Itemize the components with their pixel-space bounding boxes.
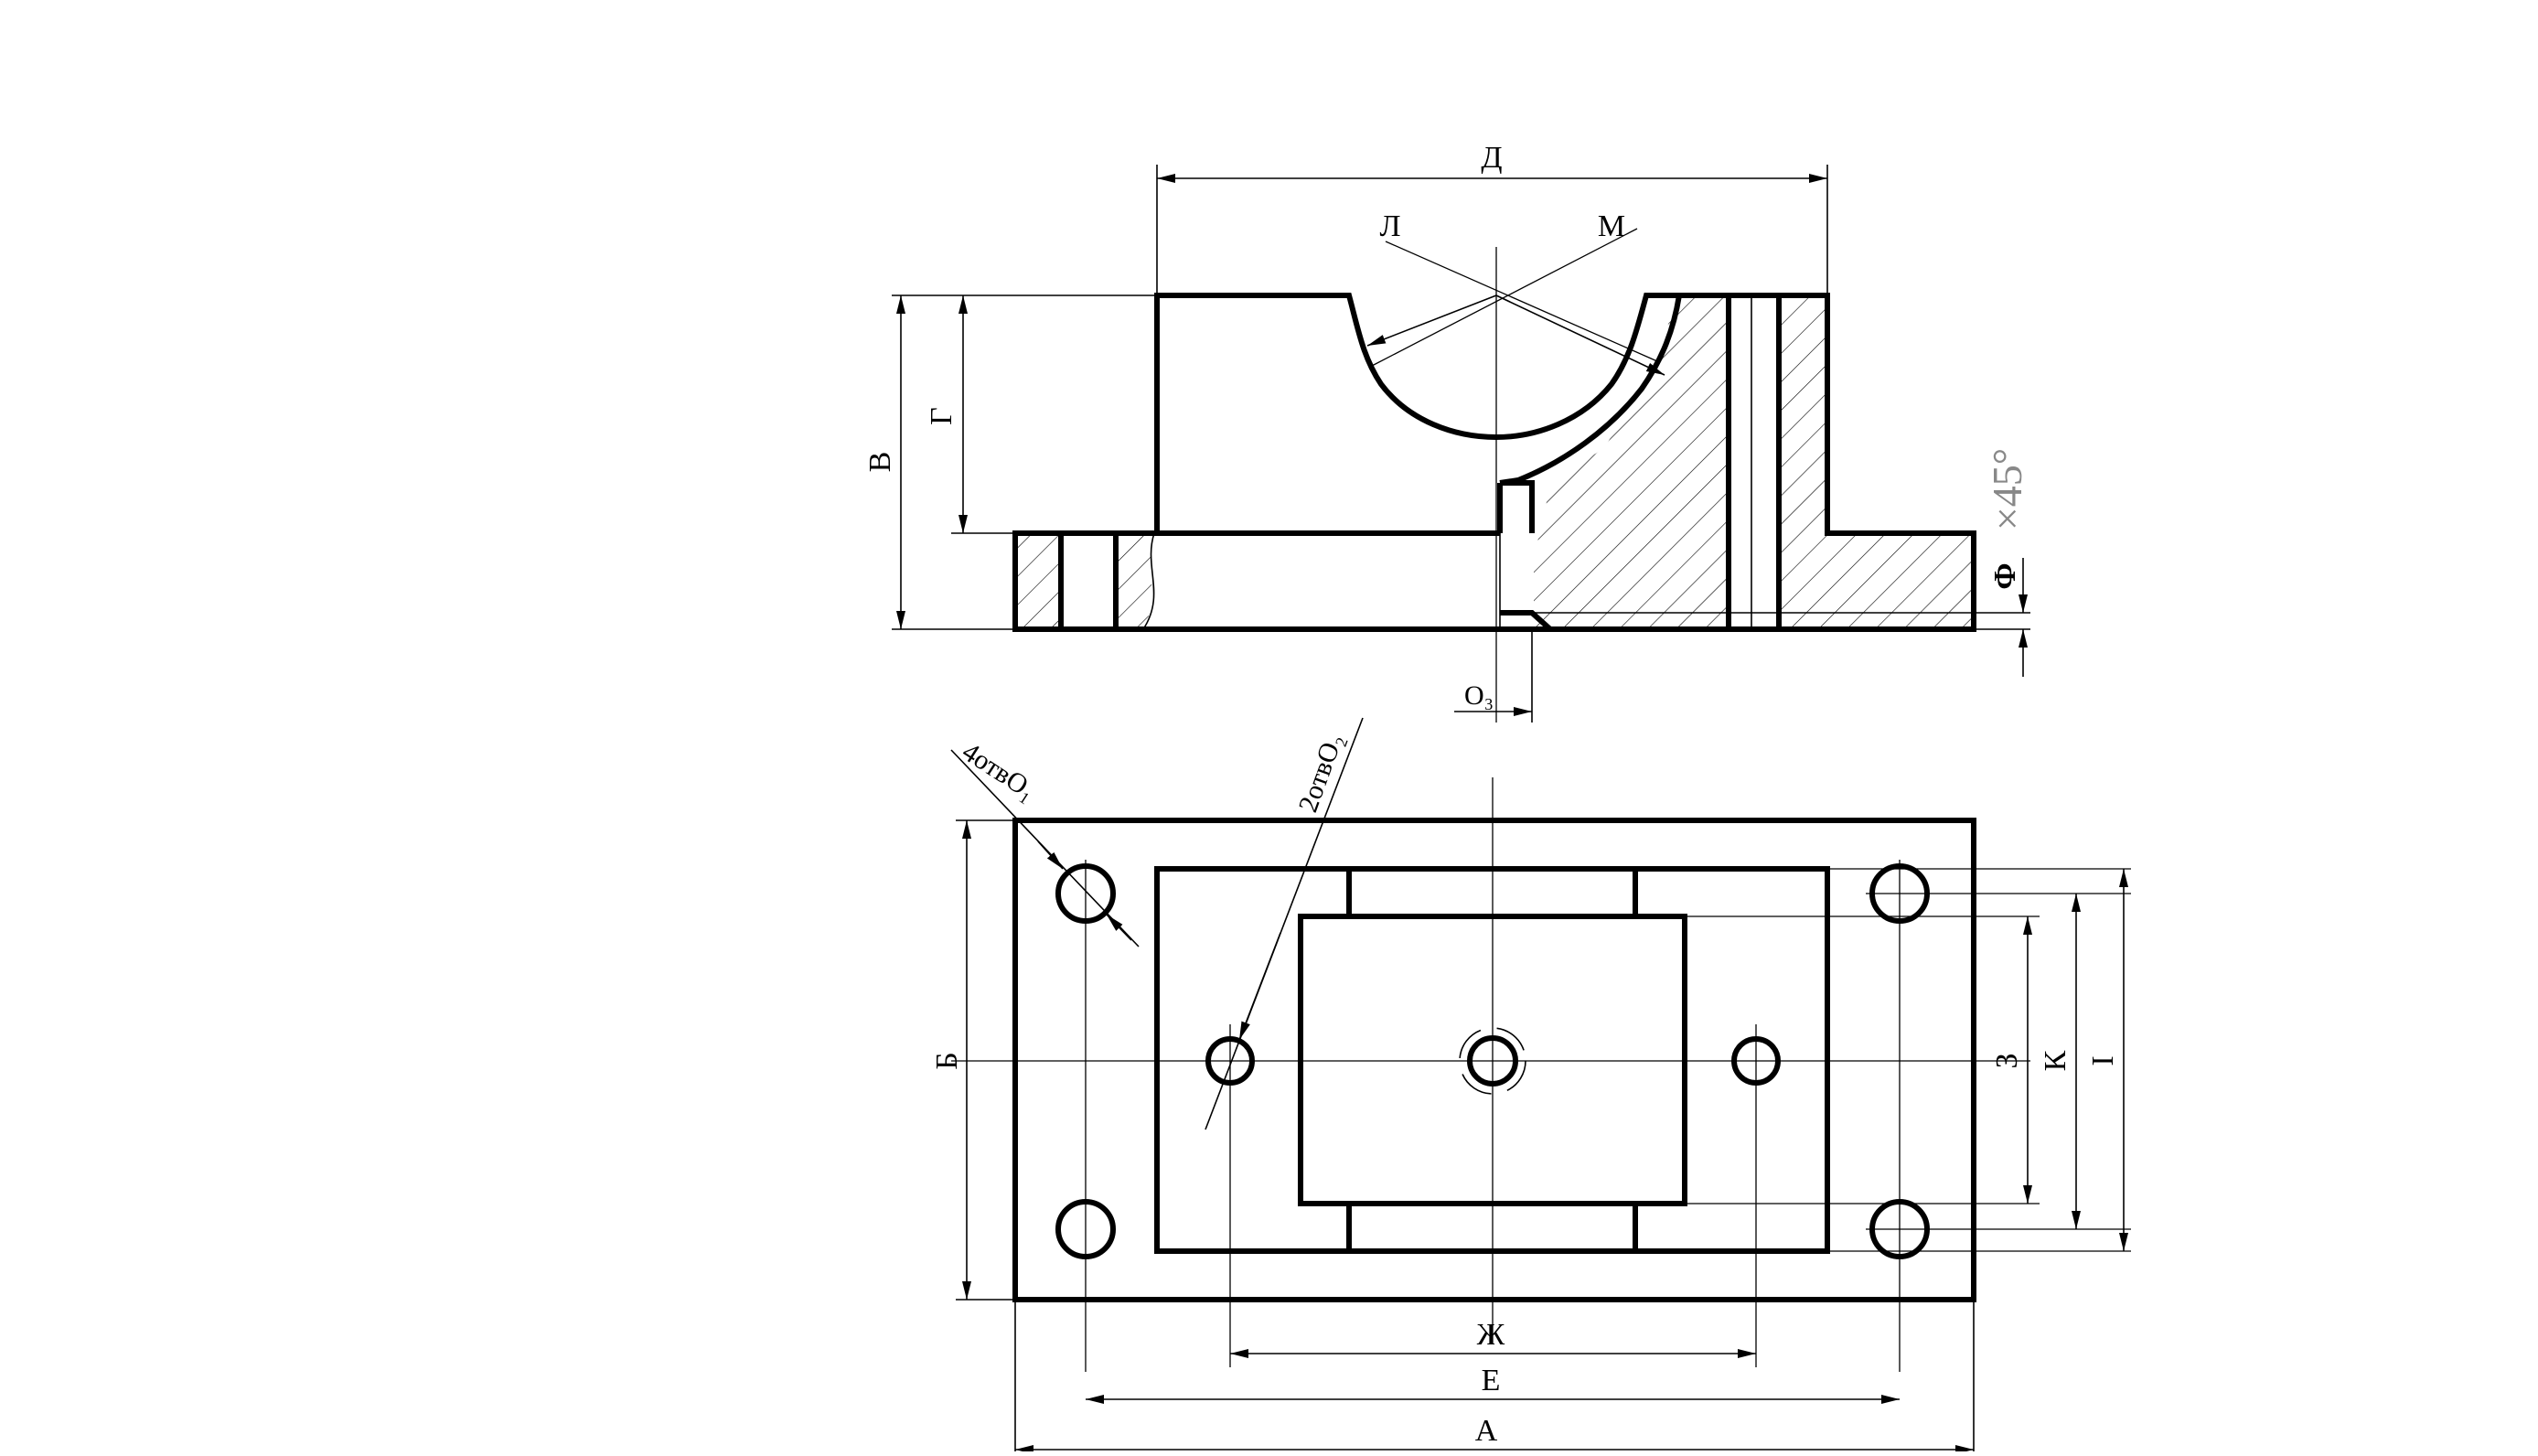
- radius-L-arrow: [1366, 294, 1497, 347]
- leader-4-arrow-b: [1106, 914, 1132, 941]
- bore-axis-1: [1385, 241, 1658, 362]
- radius-M-arrow: [1495, 294, 1665, 376]
- dim-B-label: Б: [930, 1052, 964, 1070]
- hatch-left-flange-b: [1116, 533, 1154, 629]
- base-plate: [1012, 818, 1976, 1302]
- dim-D-label: Д: [1481, 141, 1502, 175]
- dim-L-label: Л: [1379, 209, 1400, 243]
- dim-Zh-label: Ж: [1477, 1318, 1505, 1352]
- front-outline: [1012, 293, 1976, 632]
- dim-A-label: А: [1475, 1414, 1498, 1448]
- leader-2-holes: [1205, 717, 1364, 1130]
- center-hole-thread: [1459, 1027, 1526, 1095]
- front-dimensions: Д В Г Л М О₃ Ф ×45°: [863, 141, 2030, 723]
- dim-K-label: К: [2039, 1050, 2072, 1071]
- holes-4-label: 4отвО₁: [957, 736, 1042, 806]
- section-step: [1497, 480, 1535, 533]
- dim-V-label: В: [863, 452, 897, 473]
- front-view: [1012, 228, 2030, 723]
- dim-I-label: I: [2086, 1055, 2120, 1065]
- hatch-right-section: [1500, 295, 1729, 631]
- bore-inner-line: [1499, 294, 1682, 486]
- dim-Z-label: З: [1990, 1053, 2024, 1068]
- dim-F-label: Ф: [1988, 562, 2022, 589]
- center-hole: [1467, 1035, 1518, 1087]
- leader-2-arrow: [1238, 932, 1281, 1041]
- chamfer-label: ×45°: [1984, 448, 2030, 530]
- hatch-left-flange: [1017, 533, 1061, 629]
- leader-4-arrow-a: [1037, 840, 1064, 870]
- dim-G-label: Г: [925, 407, 958, 425]
- dim-O3-label: О₃: [1464, 680, 1494, 711]
- top-dimensions: Б А Е Ж З К I: [930, 819, 2128, 1454]
- dim-E-label: Е: [1482, 1364, 1501, 1397]
- holes-2-label: 2отвО₂: [1293, 729, 1349, 816]
- top-view: 4отвО₁ 2отвО₂: [950, 717, 2131, 1372]
- break-line: [1142, 532, 1155, 630]
- dim-M-label: М: [1598, 209, 1625, 243]
- hatch-right-wall: [1779, 295, 1974, 629]
- bore-axis-2: [1371, 228, 1638, 367]
